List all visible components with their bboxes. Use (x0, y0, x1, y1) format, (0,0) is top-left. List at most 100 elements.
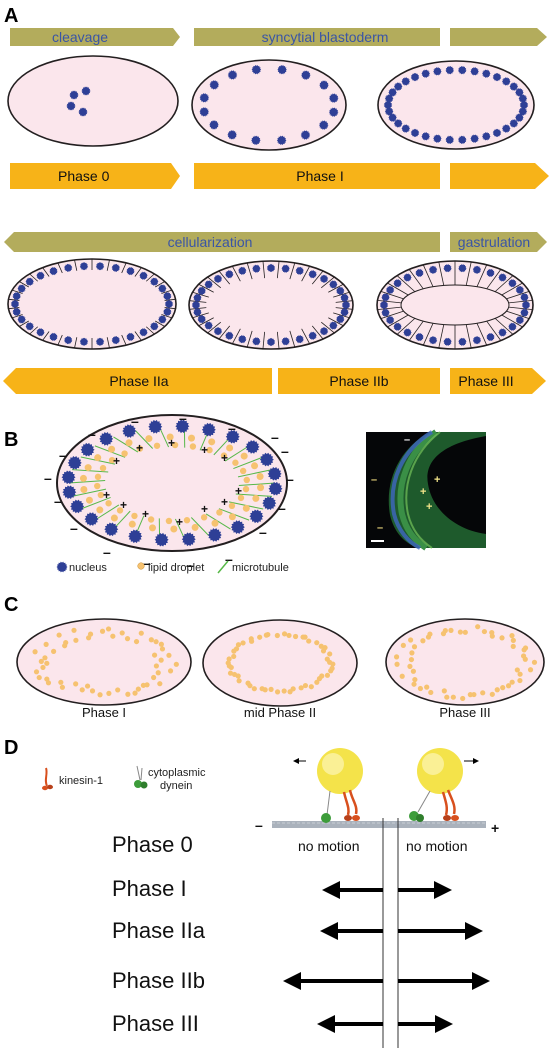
lipid-droplet (84, 464, 92, 472)
nucleus (492, 72, 502, 82)
nucleus (251, 64, 262, 75)
nucleus (95, 262, 105, 271)
cell-membrane (276, 261, 280, 279)
nucleus (433, 67, 442, 76)
lipid-droplet (173, 661, 179, 667)
nucleus (521, 300, 531, 310)
nucleus (128, 529, 143, 544)
microtubule (190, 517, 209, 536)
nucleus (421, 132, 430, 141)
cell-membrane (289, 330, 296, 348)
phase-bar-continuation (450, 163, 549, 189)
nucleus (150, 322, 159, 331)
cell-membrane (121, 334, 127, 346)
lipid-droplet (411, 681, 417, 687)
lipid-droplet (226, 444, 234, 452)
nucleus (515, 88, 524, 97)
cell-membrane (57, 334, 63, 346)
lipid-droplet (153, 639, 159, 645)
lipid-droplet (73, 681, 79, 687)
plus-end-sign: + (201, 443, 208, 457)
row-label-phase-0: Phase 0 (112, 832, 193, 857)
lipid-droplet (151, 674, 157, 681)
micrograph-plus: + (426, 501, 432, 513)
lipid-droplet (393, 654, 400, 660)
lipid-droplet (79, 687, 85, 693)
lipid-droplet (320, 648, 327, 654)
cell-membrane (377, 306, 402, 310)
nucleus (225, 429, 240, 444)
cell-membrane (231, 328, 241, 344)
yolk-boundary (400, 284, 510, 326)
lipid-droplet (158, 641, 164, 647)
lipid-droplet (494, 687, 500, 693)
lipid-droplet (302, 682, 309, 689)
lipid-droplet (119, 630, 125, 636)
nucleus (520, 308, 529, 317)
lipid-droplet (97, 491, 105, 499)
nucleus (191, 300, 201, 310)
minus-end-sign: – (259, 524, 267, 540)
motion-arrow-phase-3 (317, 1015, 453, 1033)
nucleus (401, 124, 411, 133)
nucleus (62, 485, 77, 500)
lipid-droplet (128, 520, 136, 528)
lipid-droplet (135, 686, 141, 692)
lipid-droplet (228, 513, 236, 521)
microtubule (135, 430, 154, 449)
nucleus (340, 293, 349, 302)
cell-membrane (189, 307, 207, 310)
nucleus (501, 77, 511, 86)
stage-label-cleavage: cleavage (52, 29, 108, 45)
nucleus (518, 94, 528, 103)
lipid-droplet (268, 686, 274, 692)
nucleus (393, 279, 402, 288)
lipid-droplet (232, 459, 239, 466)
nucleus (36, 271, 45, 280)
lipid-droplet (38, 658, 44, 664)
nucleus (122, 424, 137, 438)
nucleus (61, 470, 76, 485)
nucleus (295, 335, 304, 344)
nucleus (515, 113, 524, 122)
microtubule (224, 445, 250, 462)
embryo-outline (7, 258, 177, 350)
lipid-droplet (227, 670, 234, 676)
lipid-droplet (252, 494, 260, 502)
lipid-droplet (158, 657, 164, 663)
nucleus (227, 130, 237, 140)
nucleus (482, 69, 491, 78)
nucleus (79, 337, 89, 346)
lipid-droplet (187, 434, 195, 442)
cell-membrane (262, 261, 266, 279)
nucleus (249, 509, 264, 524)
lipid-droplet (489, 691, 495, 697)
nucleus (268, 481, 283, 496)
lipid-droplet (149, 524, 157, 532)
lipid-droplet (242, 485, 250, 493)
lipid-droplet (170, 525, 178, 533)
lipid-droplet (73, 637, 79, 643)
kinesin-label: kinesin-1 (59, 775, 103, 787)
nucleus (64, 336, 73, 345)
cell-membrane (506, 291, 530, 300)
plus-end-sign: + (221, 495, 228, 509)
cell-membrane (396, 318, 416, 335)
lipid-droplet (450, 694, 456, 700)
cell-membrane (476, 264, 488, 287)
lipid-droplet (467, 692, 473, 698)
stage-bar-continuation (450, 28, 547, 46)
lipid-droplet (257, 484, 265, 492)
nucleus (318, 120, 329, 130)
nucleus (443, 337, 452, 346)
lipid-droplet (248, 636, 254, 642)
stage-bar-syncytial-blastoderm: syncytial blastoderm (194, 28, 440, 46)
cell-membrane (106, 337, 110, 349)
lipid-droplet (145, 435, 153, 443)
lipid-droplet (428, 689, 434, 696)
stage-bar-cellularization: cellularization (4, 232, 440, 252)
lipid-droplet (517, 671, 523, 677)
lipid-droplet (400, 642, 406, 648)
lipid-droplet (408, 637, 414, 643)
plus-end-sign: + (176, 515, 183, 529)
